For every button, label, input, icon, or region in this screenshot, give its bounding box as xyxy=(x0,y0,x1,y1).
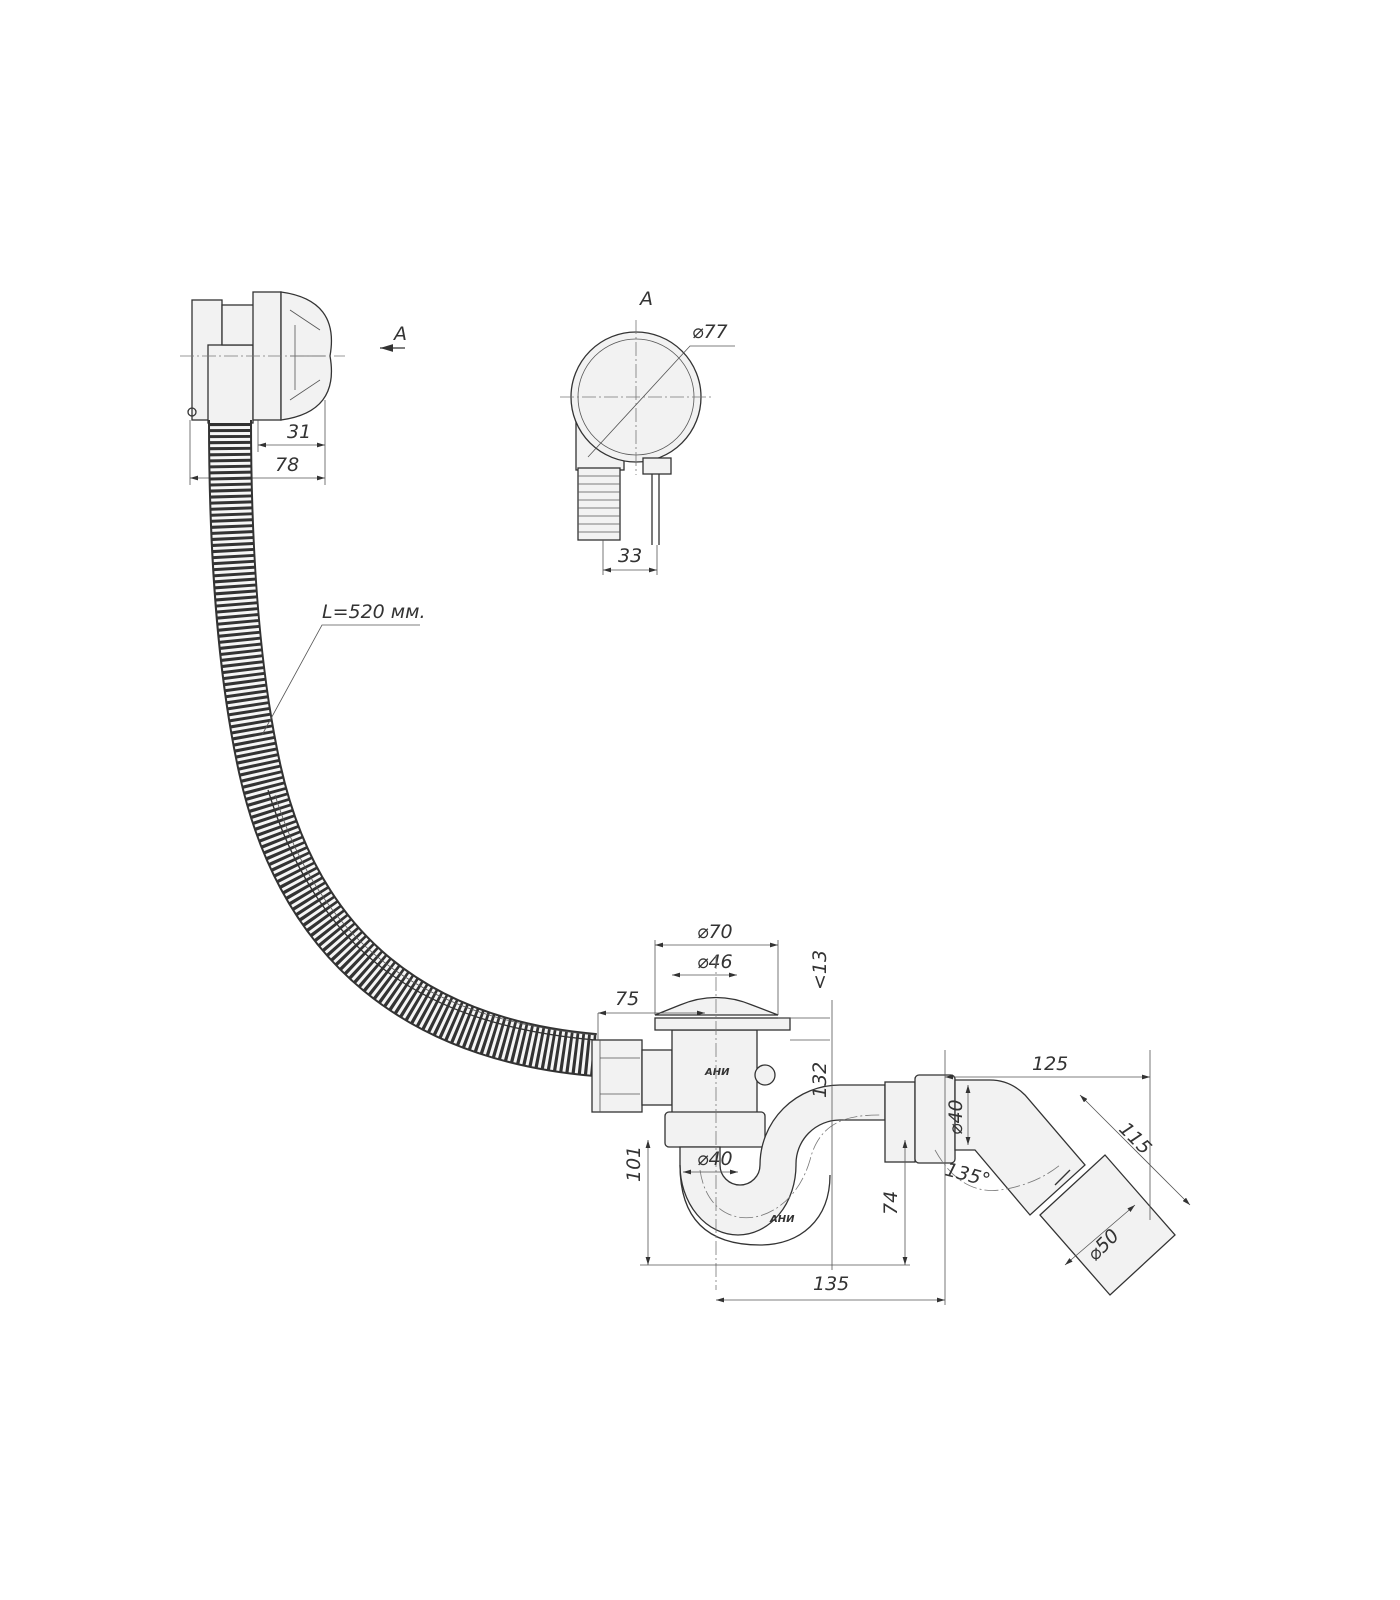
view-a-dim-33-label: 33 xyxy=(618,545,642,567)
angle-135-label: 135° xyxy=(943,1159,993,1192)
dimension-outlet-dia-40: ⌀40 xyxy=(945,1085,971,1145)
dim-31-label: 31 xyxy=(287,421,311,443)
dim-74-label: 74 xyxy=(880,1191,902,1215)
trap-dia-40-label: ⌀40 xyxy=(697,1148,733,1170)
view-a-arrow: A xyxy=(380,323,407,352)
view-a-diameter-label: ⌀77 xyxy=(692,321,728,343)
dimension-135: 135 xyxy=(716,1050,946,1305)
dim-115-label: 115 xyxy=(1114,1118,1155,1159)
dim-101-label: 101 xyxy=(623,1146,645,1182)
brand-logo-drain: АНИ xyxy=(704,1067,730,1078)
view-a: A ⌀77 33 xyxy=(560,288,735,575)
view-a-arrow-label: A xyxy=(392,323,407,345)
dim-125-label: 125 xyxy=(1032,1053,1068,1075)
overflow-assembly xyxy=(180,291,345,424)
drain-assembly: АНИ xyxy=(591,996,791,1148)
dimension-74: 74 xyxy=(880,1140,908,1265)
height-13-label: <13 xyxy=(809,950,831,990)
view-a-title: A xyxy=(638,288,653,310)
dim-135-label: 135 xyxy=(813,1273,849,1295)
dimension-dia-70: ⌀70 xyxy=(654,921,779,1015)
dimension-31: 31 xyxy=(257,400,326,485)
dimension-132: 132 xyxy=(809,1000,833,1270)
dimension-101: 101 xyxy=(623,1140,910,1266)
dim-75-label: 75 xyxy=(615,988,639,1010)
dia-46-label: ⌀46 xyxy=(697,951,733,973)
dia-70-label: ⌀70 xyxy=(697,921,733,943)
dimension-75: 75 xyxy=(597,955,717,1290)
hose-length-label: L=520 мм. xyxy=(322,601,426,623)
dimension-trap-dia-40: ⌀40 xyxy=(683,1148,738,1175)
outlet-dia-40-label: ⌀40 xyxy=(945,1099,967,1135)
dimension-13: <13 xyxy=(778,950,831,1041)
corrugated-hose xyxy=(208,419,597,1077)
dim-132-label: 132 xyxy=(809,1062,831,1098)
hose-length-callout: L=520 мм. xyxy=(261,601,426,736)
dim-78-label: 78 xyxy=(275,454,299,476)
dimension-dia-46: ⌀46 xyxy=(672,951,737,978)
brand-logo-trap: АНИ xyxy=(769,1214,795,1225)
